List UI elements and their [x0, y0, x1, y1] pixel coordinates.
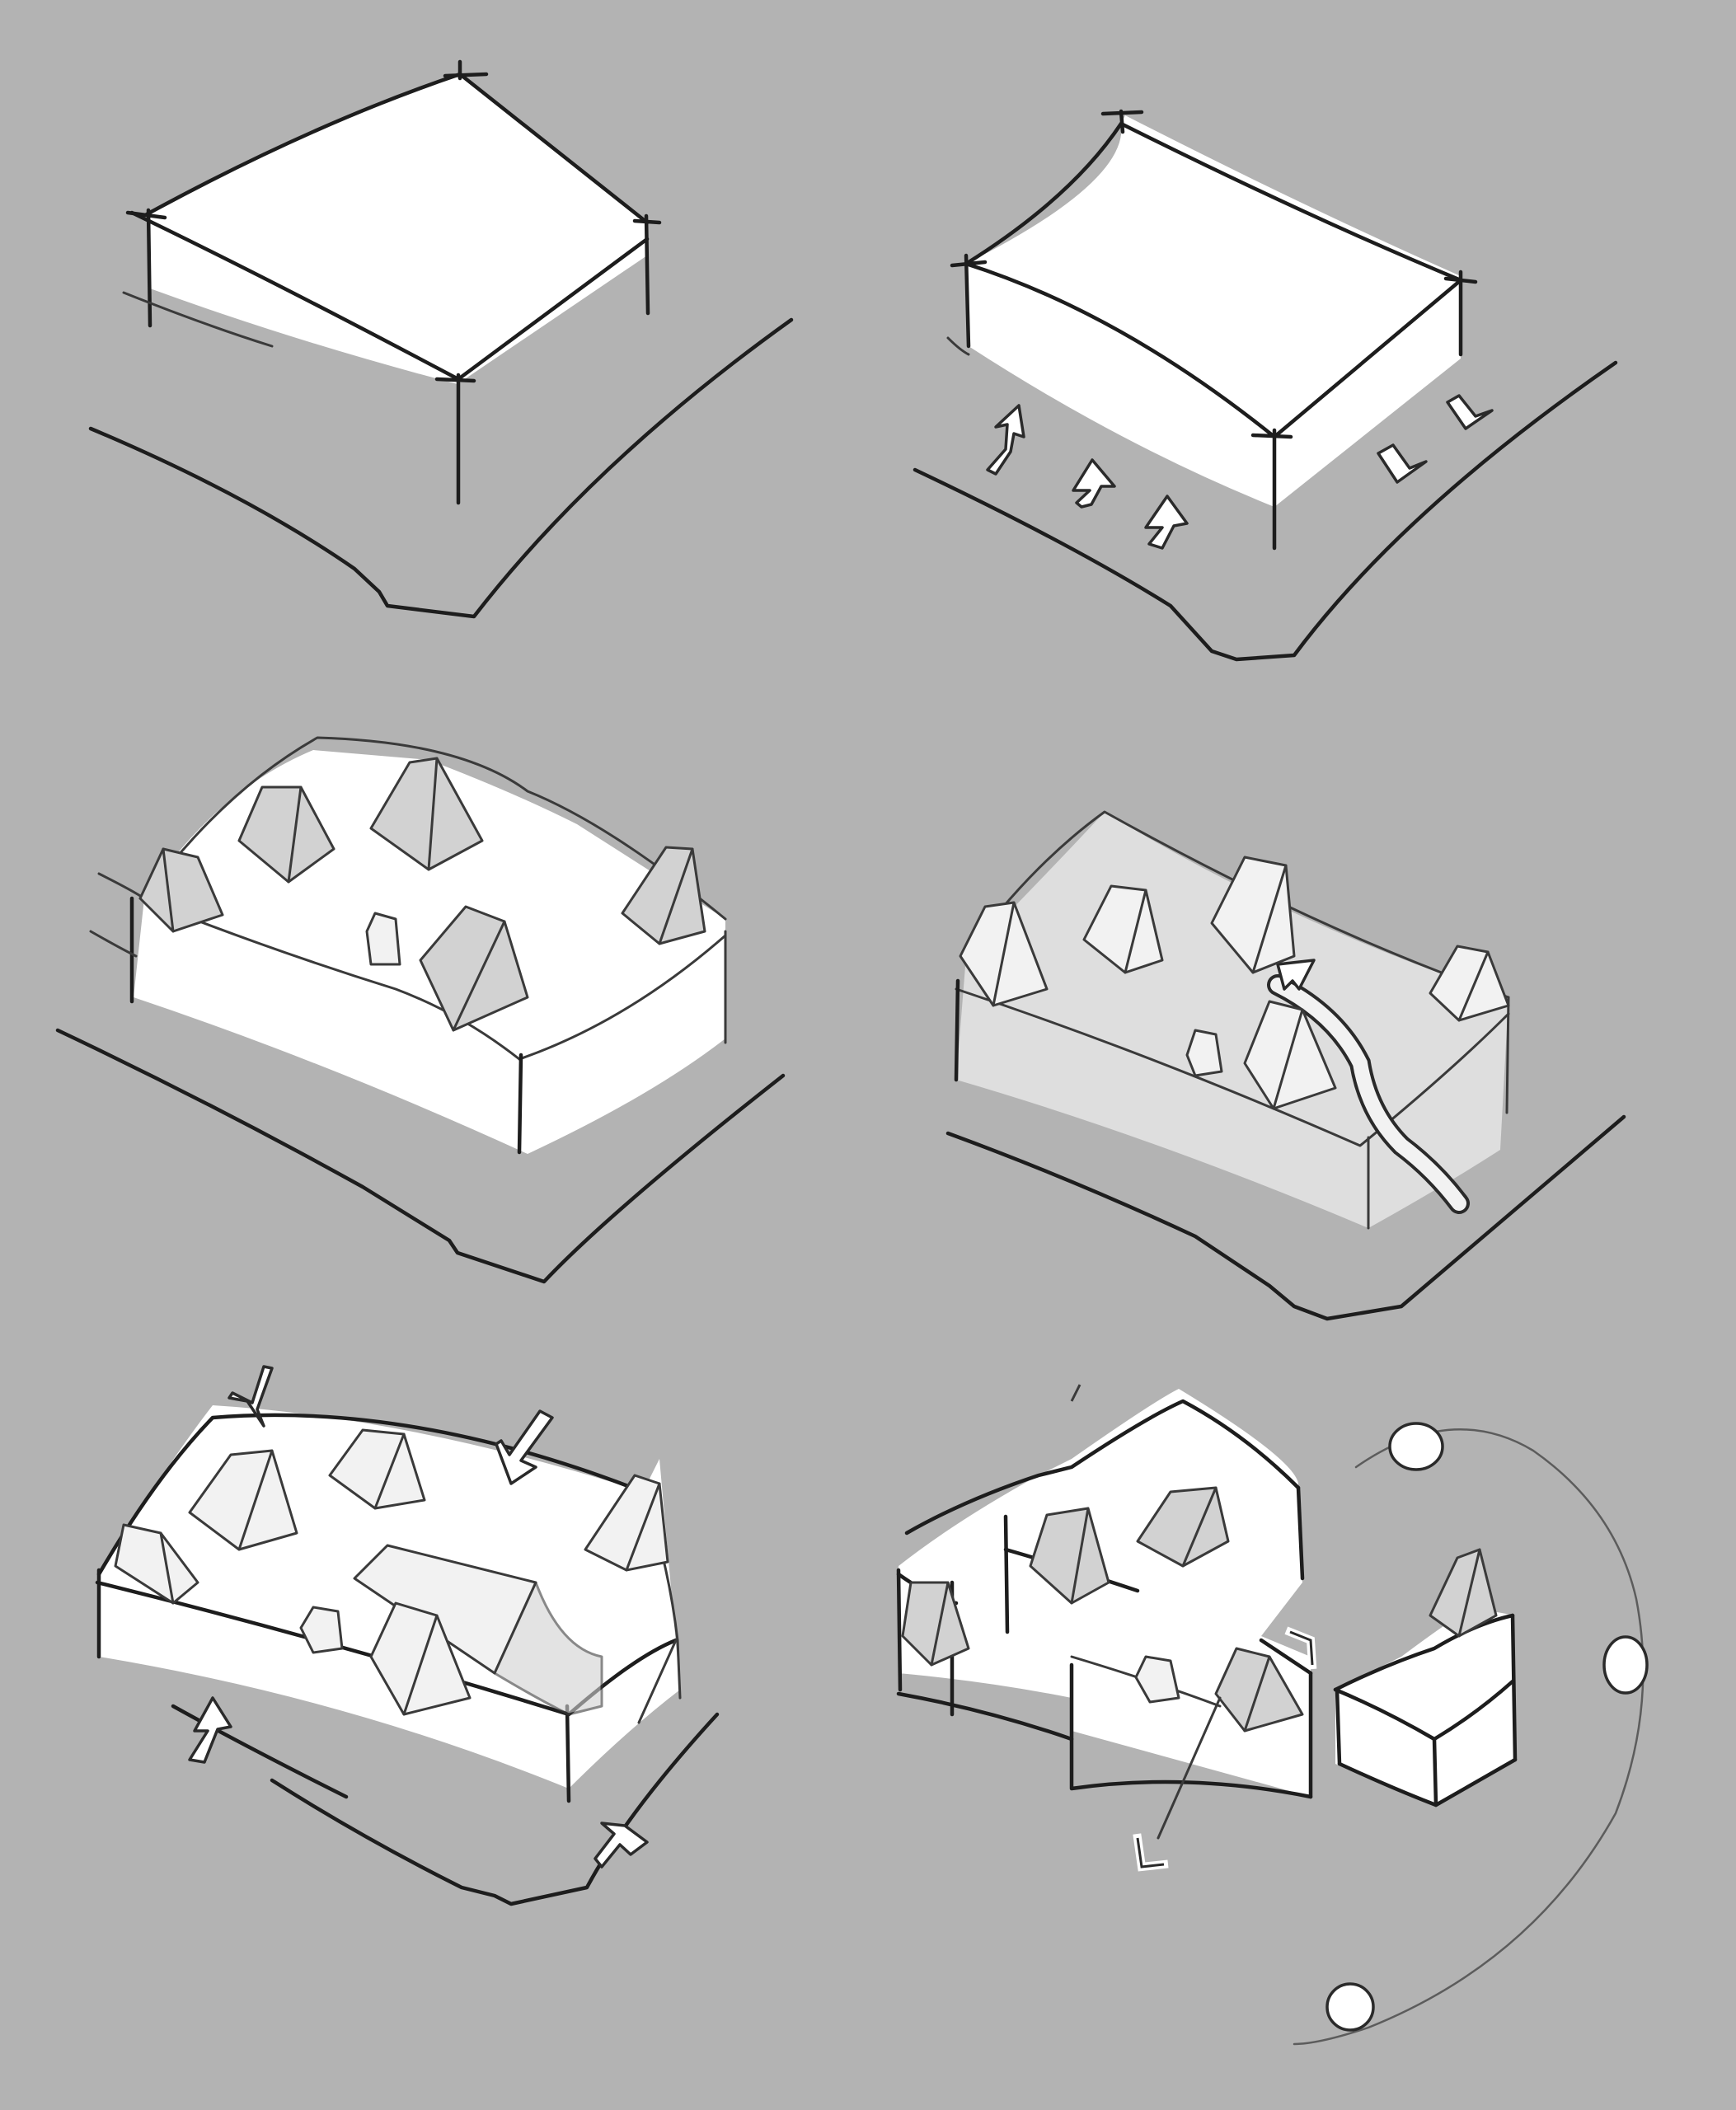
circulation-path: [1267, 959, 1470, 1214]
lightwell: [621, 846, 706, 945]
arrow-icon: [188, 1696, 232, 1764]
panel-massing-with-carved-void: [95, 1365, 720, 1906]
lightwell: [1136, 1486, 1230, 1568]
lightwell: [959, 901, 1049, 1007]
arrow-icon: [1276, 959, 1316, 991]
sun-position-icon: [1602, 1635, 1649, 1695]
section-marker-icon: [1284, 1626, 1317, 1670]
carved-void: [353, 1544, 603, 1716]
arrow-icon: [594, 1822, 649, 1869]
lightwell: [584, 1474, 669, 1572]
lightwell: [1429, 945, 1510, 1022]
lightwell: [901, 1581, 970, 1667]
arrow-icon: [228, 1365, 274, 1428]
arrow-icon: [1446, 394, 1494, 430]
lightwell: [419, 905, 529, 1032]
lightwell: [1185, 1029, 1223, 1077]
lightwell: [114, 1523, 199, 1605]
panel-courtyard-with-circulation-path: [945, 810, 1626, 1321]
lightwell: [1029, 1507, 1110, 1605]
lightwell: [138, 847, 224, 933]
arrow-icon: [1377, 443, 1428, 484]
lightwell: [328, 1428, 426, 1510]
lightwell: [1429, 1548, 1498, 1638]
lightwell: [188, 1449, 298, 1551]
lightwell: [1134, 1655, 1180, 1704]
arrow-icon: [986, 404, 1025, 476]
section-marker-icon: [1133, 1833, 1169, 1872]
panel-massing-block: [88, 59, 794, 619]
lightwell: [1082, 884, 1164, 974]
lightwell: [1243, 1000, 1337, 1110]
lightwell: [1210, 856, 1296, 974]
arrow-icon: [495, 1409, 554, 1485]
arrow-icon: [1144, 495, 1189, 550]
arrow-icon: [1072, 458, 1116, 509]
panel-massing-with-approach-arrows: [913, 109, 1618, 662]
sun-position-icon: [1388, 1422, 1444, 1471]
lightwell: [369, 757, 484, 871]
sun-position-icon: [1325, 1982, 1375, 2032]
lightwell: [365, 912, 401, 966]
panel-split-volumes-with-sun-path: [896, 1384, 1649, 2046]
panel-massing-with-lightwells: [55, 736, 786, 1284]
lightwell: [237, 785, 335, 884]
lightwell: [1214, 1647, 1304, 1733]
lightwell: [299, 1606, 344, 1654]
lightwell: [369, 1601, 472, 1716]
